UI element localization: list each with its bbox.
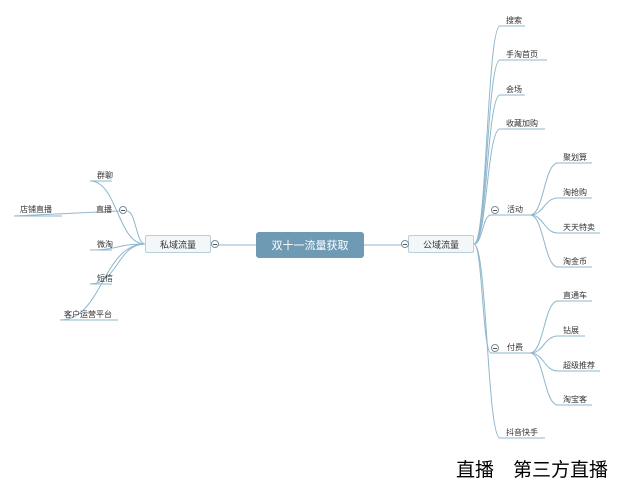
subtopic-customer-platform[interactable]: 客户运营平台 — [64, 310, 112, 319]
subtopic-search[interactable]: 搜索 — [506, 16, 522, 25]
edge-paid-zuanzhan — [529, 335, 585, 354]
edge-private-group-chat — [89, 180, 146, 245]
collapse-activity-icon[interactable] — [491, 206, 499, 214]
edge-activity-daily-sale — [529, 214, 600, 234]
subtopic-sms[interactable]: 短信 — [97, 274, 113, 283]
topic-private-traffic[interactable]: 私域流量 — [145, 235, 211, 253]
subtopic-taobao-home[interactable]: 手淘首页 — [506, 50, 538, 59]
edge-activity-juhuasuan — [529, 162, 592, 216]
collapse-live-icon[interactable] — [119, 206, 127, 214]
subtopic-super-recommend[interactable]: 超级推荐 — [563, 361, 595, 370]
subtopic-activity[interactable]: 活动 — [507, 205, 523, 214]
subtopic-daily-sale[interactable]: 天天特卖 — [563, 223, 595, 232]
subtopic-favorites-cart[interactable]: 收藏加购 — [506, 119, 538, 128]
subtopic-group-chat[interactable]: 群聊 — [97, 171, 113, 180]
subtopic-zuanzhan[interactable]: 钻展 — [563, 326, 579, 335]
edge-activity-taojinbi — [529, 214, 592, 268]
edge-public-fav — [473, 128, 545, 245]
edge-private-live — [126, 210, 146, 245]
collapse-paid-icon[interactable] — [491, 344, 499, 352]
subtopic-live[interactable]: 直播 — [96, 205, 112, 214]
subtopic-taoqianggou[interactable]: 淘抢购 — [563, 188, 587, 197]
edge-private-customer-platform — [59, 243, 146, 321]
edge-public-douyin — [473, 243, 545, 439]
subtopic-venue[interactable]: 会场 — [506, 85, 522, 94]
subtopic-store-live[interactable]: 店铺直播 — [20, 205, 52, 214]
edge-live-store-live — [13, 210, 120, 217]
collapse-private-traffic-icon[interactable] — [211, 240, 219, 248]
subtopic-douyin-kuaishou[interactable]: 抖音快手 — [506, 428, 538, 437]
subtopic-taojinbi[interactable]: 淘金币 — [563, 257, 587, 266]
subtopic-paid[interactable]: 付费 — [507, 343, 523, 352]
edge-paid-zhitongche — [529, 300, 592, 354]
edge-private-weitao — [89, 243, 146, 251]
edge-public-paid — [473, 243, 530, 354]
subtopic-taobaoke[interactable]: 淘宝客 — [563, 395, 587, 404]
edge-public-activity — [473, 214, 530, 245]
topic-public-traffic[interactable]: 公域流量 — [408, 235, 474, 253]
collapse-public-traffic-icon[interactable] — [401, 240, 409, 248]
subtopic-zhitongche[interactable]: 直通车 — [563, 291, 587, 300]
central-topic[interactable]: 双十一流量获取 — [256, 232, 364, 258]
edge-public-venue — [473, 94, 525, 245]
edge-paid-taobaoke — [529, 352, 592, 406]
edge-activity-taoqianggou — [529, 197, 592, 216]
edge-paid-super-recommend — [529, 352, 600, 372]
subtopic-weitao[interactable]: 微淘 — [97, 240, 113, 249]
overlay-caption: 直播 第三方直播 — [447, 451, 617, 485]
subtopic-juhuasuan[interactable]: 聚划算 — [563, 153, 587, 162]
